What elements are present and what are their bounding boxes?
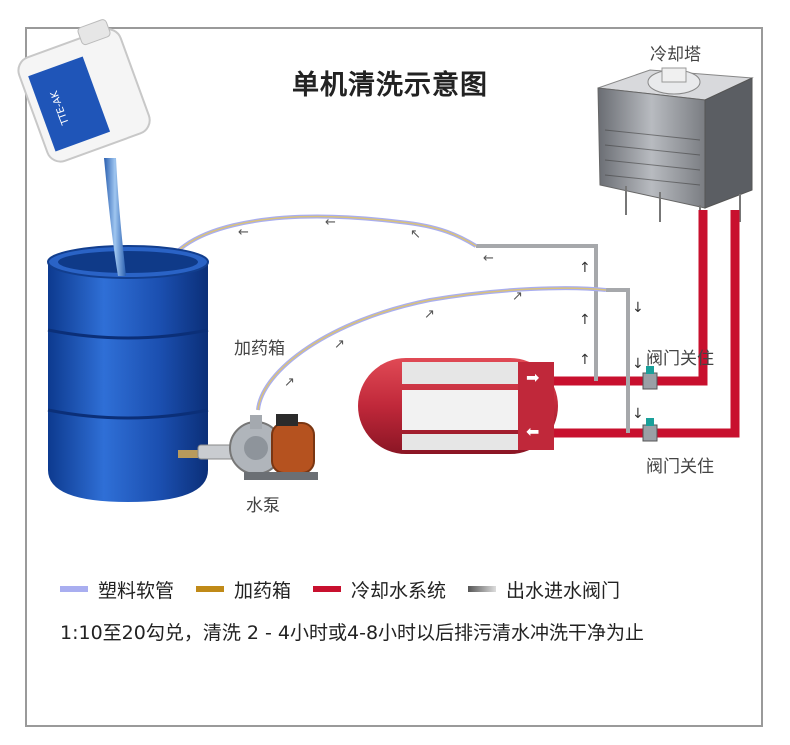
pump-label: 水泵	[246, 496, 280, 516]
legend-item-cooling-water: 冷却水系统	[313, 576, 446, 603]
legend-swatch-hose	[60, 586, 88, 592]
svg-text:↑: ↑	[579, 260, 591, 276]
svg-text:↗: ↗	[284, 375, 295, 390]
chiller-unit: ➡ ⬅	[358, 358, 558, 454]
blue-barrel	[47, 245, 209, 502]
svg-text:←: ←	[325, 215, 336, 230]
liquid-stream	[104, 158, 126, 276]
legend-swatch-dosing	[196, 586, 225, 592]
legend-swatch-cooling-water	[313, 586, 342, 592]
legend-item-hose: 塑料软管	[60, 576, 174, 603]
svg-text:↓: ↓	[632, 300, 644, 316]
legend-label-valve: 出水进水阀门	[506, 579, 621, 602]
legend: 塑料软管 加药箱 冷却水系统 出水进水阀门	[60, 574, 642, 604]
svg-text:←: ←	[238, 225, 249, 240]
legend-item-valve: 出水进水阀门	[468, 576, 620, 603]
svg-text:↖: ↖	[410, 227, 421, 242]
legend-item-dosing: 加药箱	[196, 576, 291, 603]
dosing-tank-label: 加药箱	[234, 339, 285, 359]
water-pump	[197, 414, 318, 480]
svg-text:⬅: ⬅	[526, 422, 539, 441]
legend-label-dosing: 加药箱	[234, 579, 292, 602]
svg-text:↗: ↗	[334, 337, 345, 352]
svg-text:↗: ↗	[512, 289, 523, 304]
svg-text:➡: ➡	[526, 368, 539, 387]
legend-swatch-valve	[468, 586, 497, 592]
plastic-hoses	[160, 214, 607, 411]
svg-text:↗: ↗	[424, 307, 435, 322]
cooling-tower	[597, 67, 754, 232]
svg-text:←: ←	[483, 251, 494, 266]
valve-bottom	[642, 418, 658, 442]
svg-text:↓: ↓	[632, 356, 644, 372]
svg-text:↓: ↓	[632, 406, 644, 422]
flow-arrows-hoses: ← ← ↖ ← ↗ ↗ ↗ ↗	[238, 215, 523, 390]
valve-closed-top-label: 阀门关住	[646, 349, 714, 369]
svg-text:↑: ↑	[579, 312, 591, 328]
diagram-frame	[25, 27, 763, 727]
valve-closed-bottom-label: 阀门关住	[646, 457, 714, 477]
cooling-water-pipes	[552, 210, 740, 438]
instruction-note: 1:10至20勾兑，清洗 2 - 4小时或4-8小时以后排污清水冲洗干净为止	[60, 622, 645, 644]
valve-top	[642, 366, 658, 390]
cooling-tower-label: 冷却塔	[650, 45, 701, 65]
chemical-jug: TTE-AK	[17, 19, 151, 163]
diagram-title: 单机清洗示意图	[292, 70, 488, 101]
legend-label-hose: 塑料软管	[98, 579, 175, 602]
valve-pipes	[476, 244, 630, 433]
flow-arrows-vertical: ↑ ↑ ↑ ↓ ↓ ↓	[579, 260, 644, 422]
legend-label-cooling-water: 冷却水系统	[351, 579, 447, 602]
svg-text:↑: ↑	[579, 352, 591, 368]
